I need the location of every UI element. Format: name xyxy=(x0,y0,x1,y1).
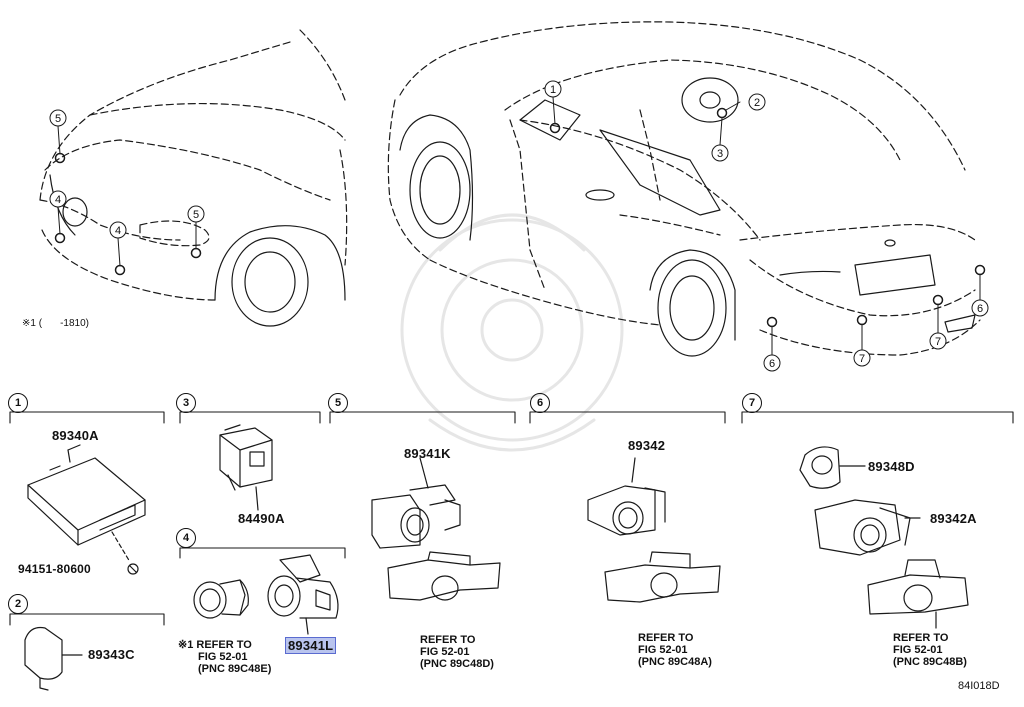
group-1-number: 1 xyxy=(8,393,28,413)
refer-note-89C48B[interactable]: REFER TO FIG 52-01 (PNC 89C48B) xyxy=(893,632,967,668)
part-84490A-link[interactable]: 84490A xyxy=(238,511,285,526)
callout-label: 6 xyxy=(977,303,983,315)
callout-label: 7 xyxy=(859,353,865,365)
callout-label: 6 xyxy=(769,358,775,370)
rear-car-solid xyxy=(399,77,976,357)
refer-note-89C48E[interactable]: ※1 REFER TO FIG 52-01 (PNC 89C48E) xyxy=(178,639,272,675)
front-car-solid xyxy=(49,174,346,327)
group-4-number: 4 xyxy=(176,528,196,548)
callout-label: 3 xyxy=(717,148,723,160)
callout-label: 5 xyxy=(55,113,61,125)
group-3-number: 3 xyxy=(176,393,196,413)
part-84490A-drawing xyxy=(219,424,273,511)
callout-rear-4: 6 xyxy=(971,299,989,317)
rear-car-view xyxy=(387,21,981,356)
refer-note-mark: ※1 xyxy=(178,639,194,651)
callout-cabin-2: 2 xyxy=(748,93,766,111)
part-89342-link[interactable]: 89342 xyxy=(628,438,666,453)
refer-note-89C48D[interactable]: REFER TO FIG 52-01 (PNC 89C48D) xyxy=(420,634,494,670)
callout-layer: 5 4 4 5 1 2 3 6 7 7 6 xyxy=(49,80,989,372)
callout-label: 2 xyxy=(754,97,760,109)
part-89348D-drawing xyxy=(799,446,866,489)
part-89340A-link[interactable]: 89340A xyxy=(52,428,99,443)
callout-front-4: 5 xyxy=(187,205,205,223)
callout-rear-1: 6 xyxy=(763,354,781,372)
diagram-code: 84I018D xyxy=(958,680,1000,692)
footnote-range: ※1 ( -1810) xyxy=(22,318,89,329)
watermark-emblem xyxy=(400,213,624,452)
callout-front-2: 4 xyxy=(49,190,67,208)
part-94151-80600-link[interactable]: 94151-80600 xyxy=(18,562,91,576)
part-89343C-drawing xyxy=(24,626,83,691)
part-group4-drawing xyxy=(193,554,339,635)
callout-cabin-3: 3 xyxy=(711,144,729,162)
callout-rear-3: 7 xyxy=(929,332,947,350)
footnote-mark: ※1 ( xyxy=(22,318,43,329)
part-89343C-link[interactable]: 89343C xyxy=(88,647,135,662)
part-89348D-link[interactable]: 89348D xyxy=(868,459,915,474)
part-89342A-link[interactable]: 89342A xyxy=(930,511,977,526)
callout-front-1: 5 xyxy=(49,109,67,127)
part-89342A-drawing xyxy=(814,499,969,629)
group-6-number: 6 xyxy=(530,393,550,413)
callout-label: 1 xyxy=(550,84,556,96)
refer-note-89C48A[interactable]: REFER TO FIG 52-01 (PNC 89C48A) xyxy=(638,632,712,668)
front-car-view xyxy=(39,29,348,301)
part-89341K-drawing xyxy=(371,457,501,601)
callout-cabin-1: 1 xyxy=(544,80,562,98)
callout-rear-2: 7 xyxy=(853,349,871,367)
callout-label: 5 xyxy=(193,209,199,221)
footnote-range-value: -1810) xyxy=(60,318,89,329)
callout-label: 4 xyxy=(55,194,61,206)
part-89340A-drawing xyxy=(27,444,146,575)
callout-label: 7 xyxy=(935,336,941,348)
callout-label: 4 xyxy=(115,225,121,237)
part-89341K-link[interactable]: 89341K xyxy=(404,446,451,461)
group-5-number: 5 xyxy=(328,393,348,413)
callout-front-3: 4 xyxy=(109,221,127,239)
leader-lines xyxy=(57,96,981,356)
group-7-number: 7 xyxy=(742,393,762,413)
part-89342-drawing xyxy=(587,457,721,603)
group-2-number: 2 xyxy=(8,594,28,614)
group-brackets xyxy=(9,411,1014,626)
part-89341L-link-highlighted[interactable]: 89341L xyxy=(285,637,337,654)
